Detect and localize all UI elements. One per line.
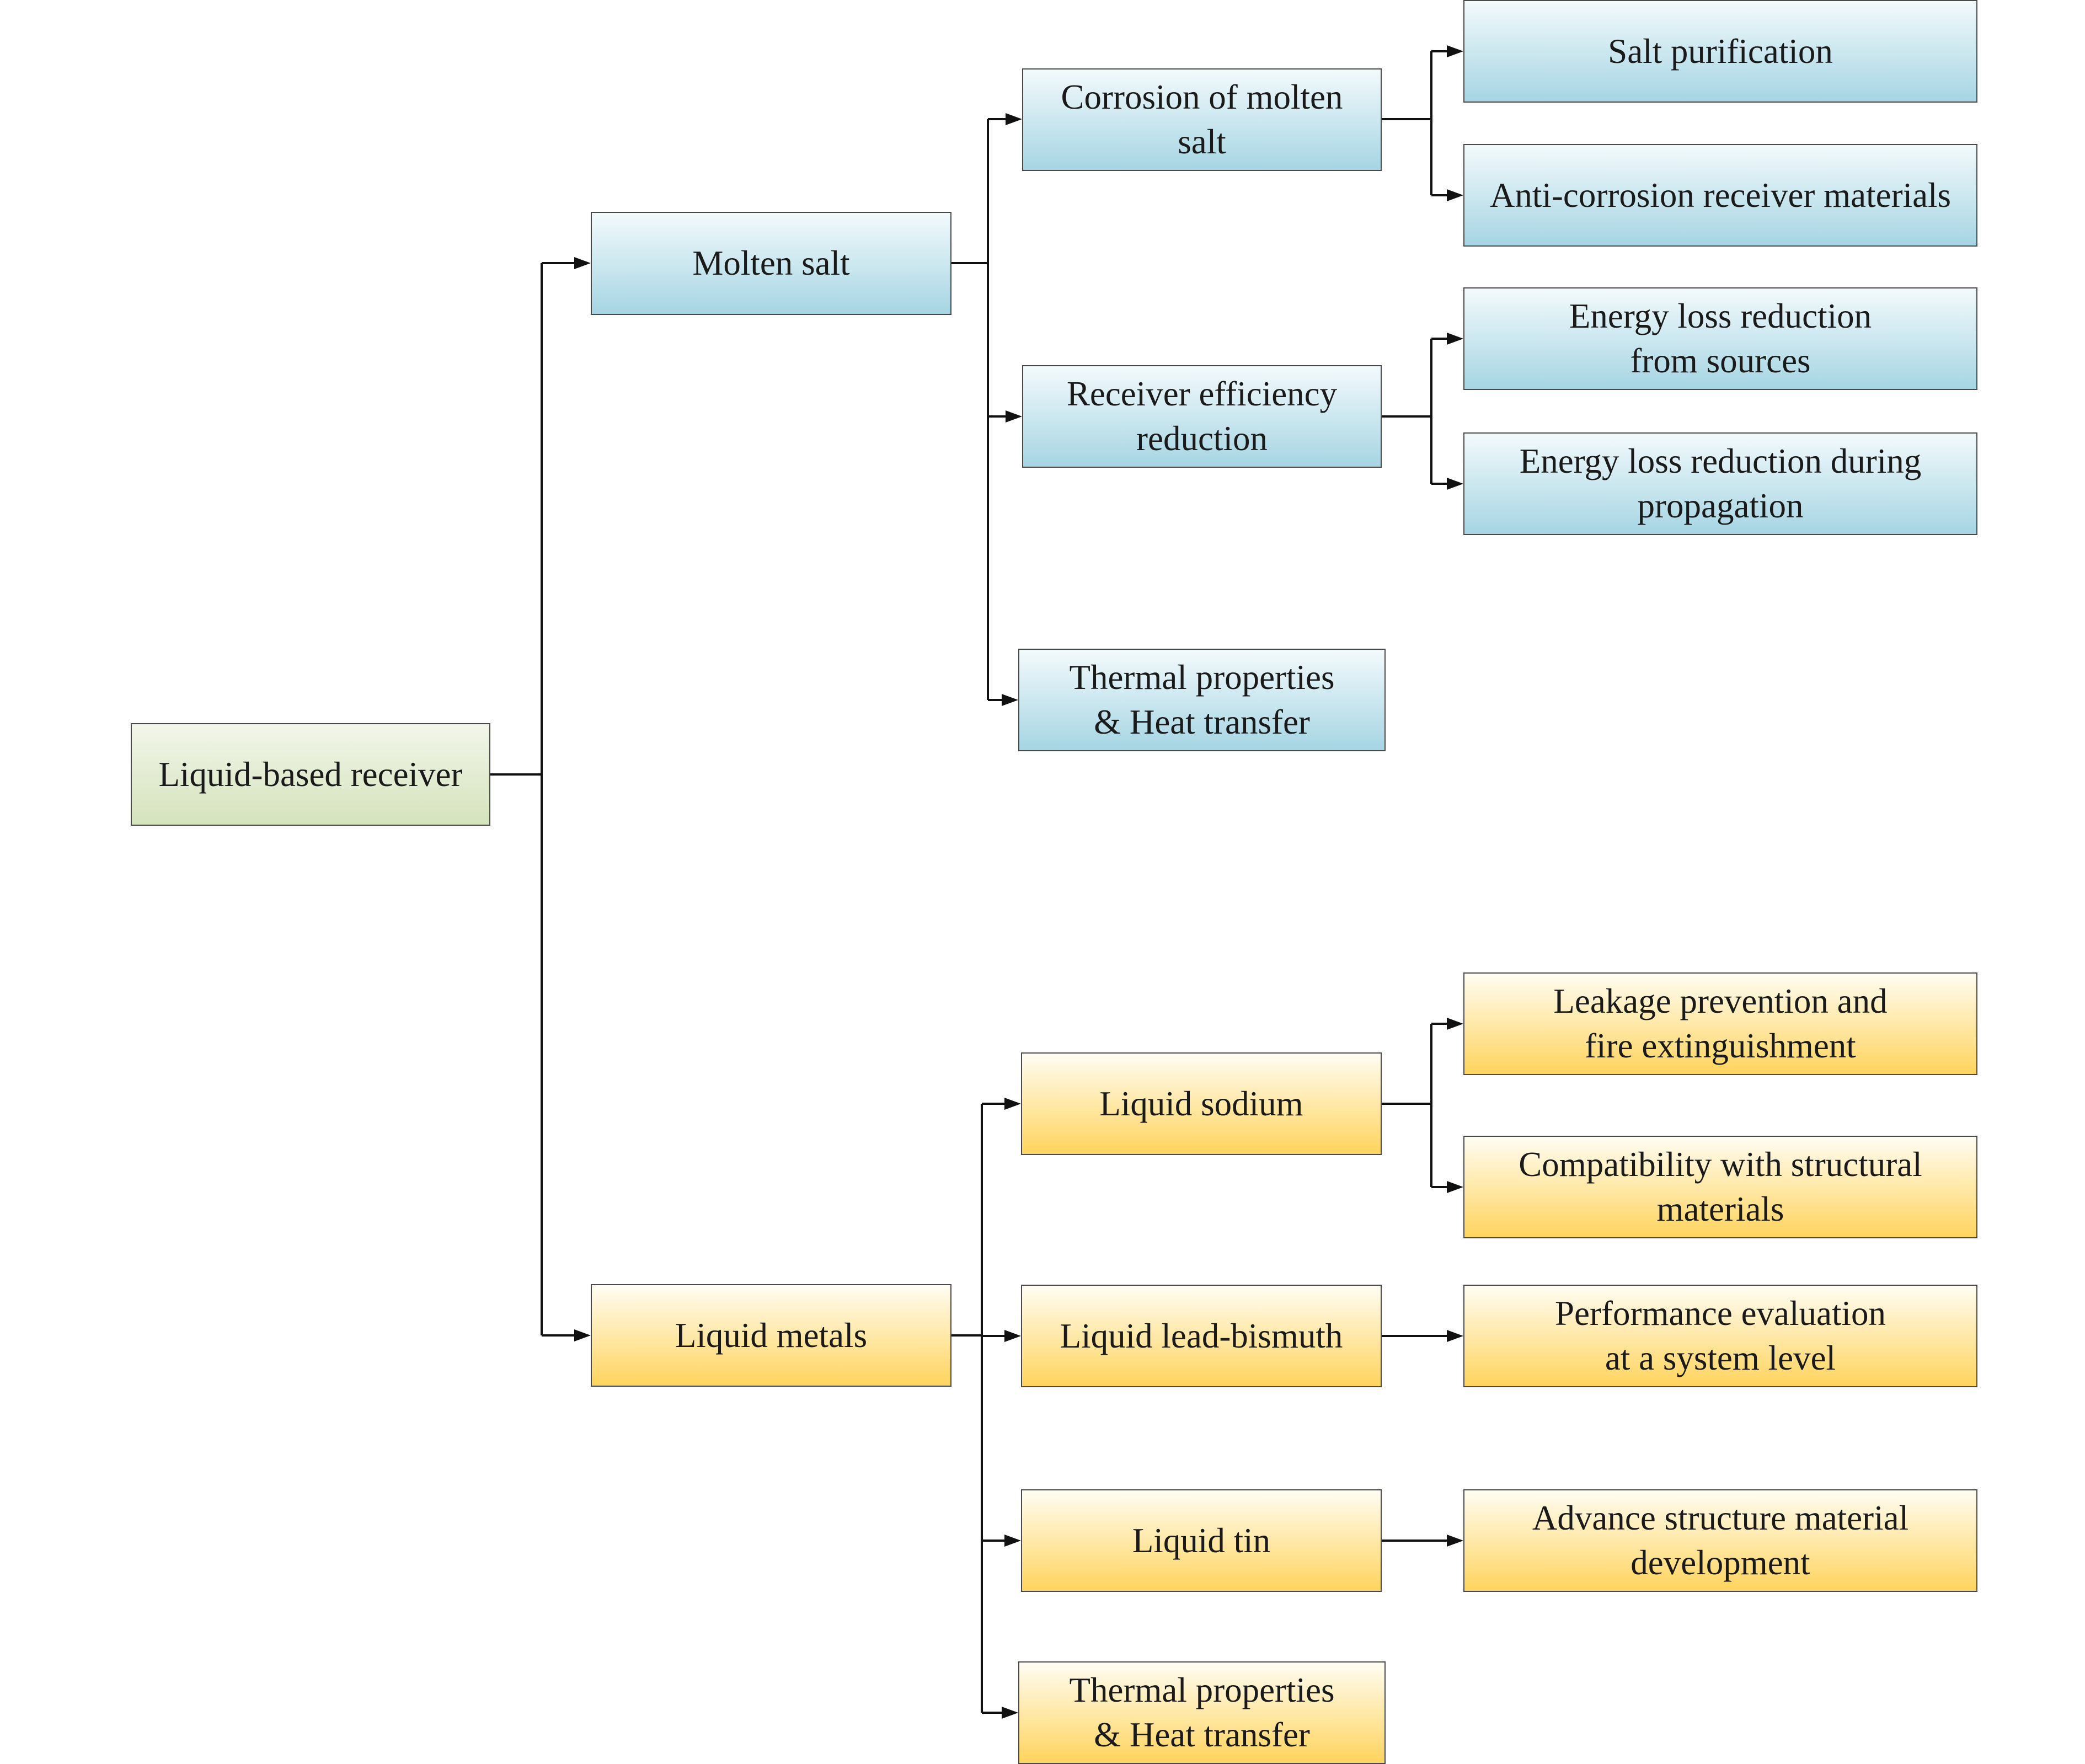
energy-loss-sources-label: Energy loss reduction from sources <box>1569 297 1872 380</box>
compatibility-node: Compatibility with structural materials <box>1463 1136 1977 1238</box>
arrowhead <box>1004 1330 1021 1342</box>
compatibility-label: Compatibility with structural materials <box>1519 1145 1922 1228</box>
tin-label: Liquid tin <box>1132 1521 1271 1560</box>
advance-structure-node: Advance structure material development <box>1463 1489 1977 1592</box>
energy-loss-propagation-label: Energy loss reduction during propagation <box>1519 442 1922 525</box>
arrowhead <box>1447 478 1463 490</box>
arrowhead <box>1447 45 1463 57</box>
sodium-label: Liquid sodium <box>1099 1084 1303 1123</box>
arrowhead <box>574 1329 591 1341</box>
molten-salt-thermal-node: Thermal properties & Heat transfer <box>1018 649 1386 751</box>
anti-corrosion-node: Anti-corrosion receiver materials <box>1463 144 1977 247</box>
arrowhead <box>1447 1018 1463 1030</box>
arrowhead <box>1006 113 1022 125</box>
efficiency-label: Receiver efficiency reduction <box>1066 375 1338 458</box>
arrowhead <box>1006 410 1022 423</box>
arrowhead <box>1447 1181 1463 1193</box>
sodium-node: Liquid sodium <box>1021 1052 1382 1155</box>
root-label: Liquid-based receiver <box>158 755 463 794</box>
liquid-metals-label: Liquid metals <box>675 1316 868 1355</box>
lead-bismuth-node: Liquid lead-bismuth <box>1021 1285 1382 1387</box>
arrowhead <box>1004 1098 1021 1110</box>
energy-loss-sources-node: Energy loss reduction from sources <box>1463 287 1977 390</box>
molten-salt-label: Molten salt <box>692 244 850 282</box>
leakage-prevention-node: Leakage prevention and fire extinguishme… <box>1463 972 1977 1075</box>
arrowhead <box>574 257 591 269</box>
performance-evaluation-label: Performance evaluation at a system level <box>1555 1294 1886 1377</box>
corrosion-label: Corrosion of molten salt <box>1061 78 1343 161</box>
tin-node: Liquid tin <box>1021 1489 1382 1592</box>
advance-structure-label: Advance structure material development <box>1532 1499 1909 1582</box>
anti-corrosion-label: Anti-corrosion receiver materials <box>1489 175 1952 215</box>
arrowhead <box>1447 189 1463 201</box>
arrowhead <box>1002 694 1018 706</box>
salt-purification-label: Salt purification <box>1608 31 1833 71</box>
salt-purification-node: Salt purification <box>1463 0 1977 103</box>
arrowhead <box>1447 333 1463 345</box>
lead-bismuth-label: Liquid lead-bismuth <box>1060 1316 1343 1355</box>
arrowhead <box>1447 1330 1463 1342</box>
molten-salt-thermal-label: Thermal properties & Heat transfer <box>1069 658 1335 741</box>
performance-evaluation-node: Performance evaluation at a system level <box>1463 1285 1977 1387</box>
liquid-metals-thermal-node: Thermal properties & Heat transfer <box>1018 1661 1386 1764</box>
leakage-prevention-label: Leakage prevention and fire extinguishme… <box>1553 982 1888 1065</box>
energy-loss-propagation-node: Energy loss reduction during propagation <box>1463 432 1977 535</box>
arrowhead <box>1447 1535 1463 1547</box>
arrowhead <box>1004 1535 1021 1547</box>
molten-salt-node: Molten salt <box>591 212 951 315</box>
root-node: Liquid-based receiver <box>131 723 490 826</box>
liquid-metals-node: Liquid metals <box>591 1284 951 1387</box>
arrowhead <box>1002 1707 1018 1719</box>
efficiency-node: Receiver efficiency reduction <box>1022 365 1382 468</box>
corrosion-node: Corrosion of molten salt <box>1022 68 1382 171</box>
